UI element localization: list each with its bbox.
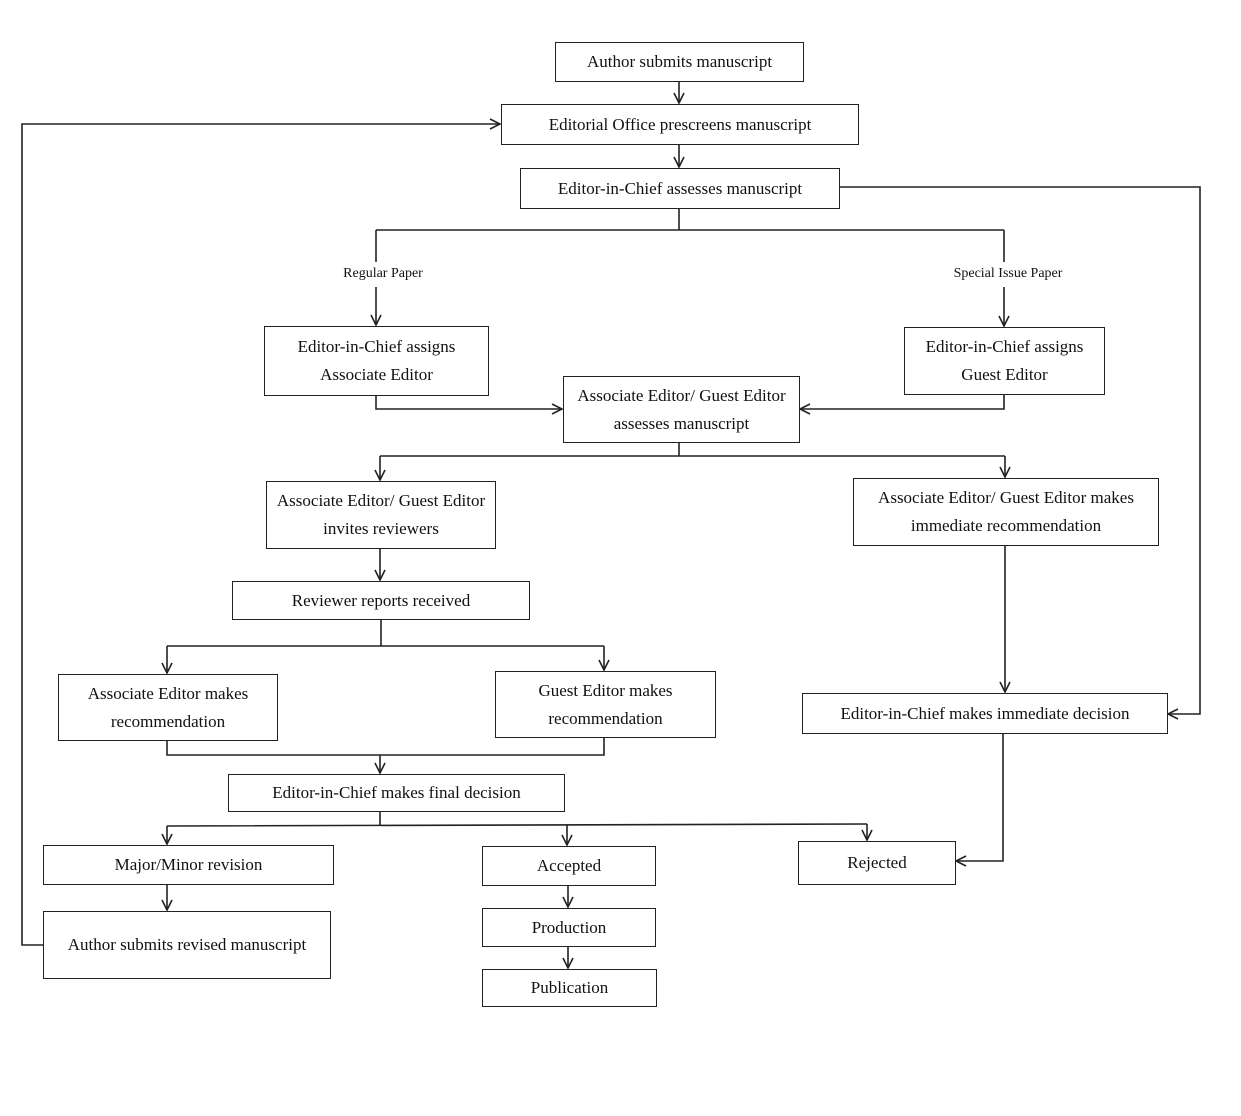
label-special-issue-paper: Special Issue Paper <box>953 266 1063 281</box>
edge-resubmit-loop <box>21 124 500 946</box>
node-eic-assess: Editor-in-Chief assesses manuscript <box>520 168 840 209</box>
edge-assign-ae-to-assess <box>375 396 562 409</box>
node-accepted: Accepted <box>482 846 656 886</box>
node-assign-associate-editor: Editor-in-Chief assigns Associate Editor <box>264 326 489 396</box>
edge-eic-bypass <box>840 186 1201 714</box>
node-ae-ge-assesses: Associate Editor/ Guest Editor assesses … <box>563 376 800 443</box>
node-reviewer-reports: Reviewer reports received <box>232 581 530 620</box>
edge-assess-split <box>376 209 1004 231</box>
node-author-submits-revised: Author submits revised manuscript <box>43 911 331 979</box>
node-major-minor-revision: Major/Minor revision <box>43 845 334 885</box>
edge-recs-merge <box>166 738 605 756</box>
node-invite-reviewers: Associate Editor/ Guest Editor invites r… <box>266 481 496 549</box>
edge-final-split <box>166 812 868 827</box>
node-publication: Publication <box>482 969 657 1007</box>
edge-reports-split <box>167 620 604 647</box>
edge-eic-immediate-to-rejected <box>956 734 1004 861</box>
edge-assign-ge-to-assess <box>800 395 1005 409</box>
node-author-submits: Author submits manuscript <box>555 42 804 82</box>
node-eic-final-decision: Editor-in-Chief makes final decision <box>228 774 565 812</box>
edge-assess-split-2 <box>380 443 1005 457</box>
node-immediate-recommendation: Associate Editor/ Guest Editor makes imm… <box>853 478 1159 546</box>
node-prescreen: Editorial Office prescreens manuscript <box>501 104 859 145</box>
node-ge-recommendation: Guest Editor makes recommendation <box>495 671 716 738</box>
node-production: Production <box>482 908 656 947</box>
node-eic-immediate-decision: Editor-in-Chief makes immediate decision <box>802 693 1168 734</box>
label-regular-paper: Regular Paper <box>343 266 423 281</box>
node-assign-guest-editor: Editor-in-Chief assigns Guest Editor <box>904 327 1105 395</box>
node-ae-recommendation: Associate Editor makes recommendation <box>58 674 278 741</box>
node-rejected: Rejected <box>798 841 956 885</box>
